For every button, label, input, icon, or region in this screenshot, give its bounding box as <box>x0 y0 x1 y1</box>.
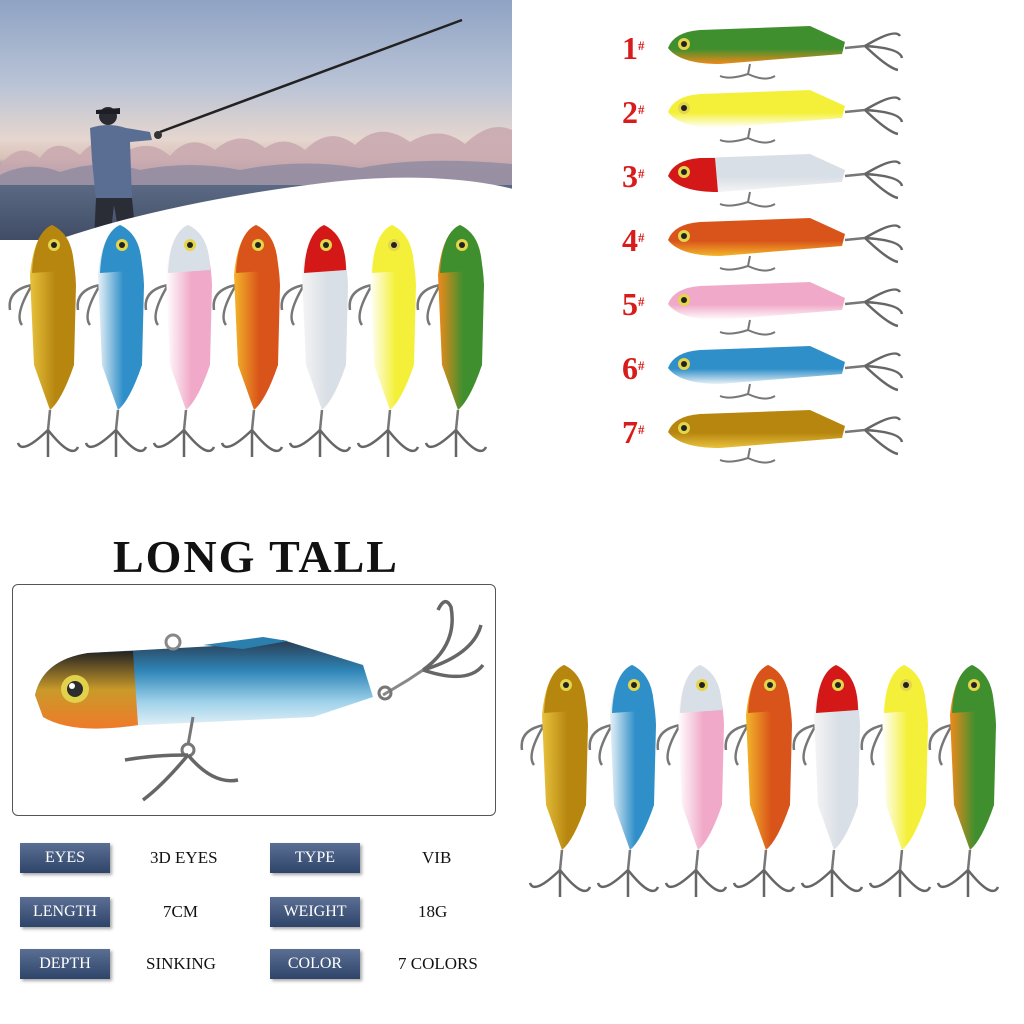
lure-number-label: 4# <box>622 224 645 256</box>
numbered-lure <box>668 90 904 144</box>
lure-number-label: 6# <box>622 352 645 384</box>
featured-lure-panel <box>12 584 496 816</box>
spec-label-color: COLOR <box>270 949 360 979</box>
angler-photo <box>0 0 512 240</box>
lineup-lure <box>724 665 796 897</box>
lure-number-mark: # <box>638 230 645 245</box>
spec-value-length: 7CM <box>163 902 198 921</box>
spec-value-color: 7 COLORS <box>398 954 478 973</box>
lineup-lure <box>588 665 660 897</box>
spec-value-eyes: 3D EYES <box>150 848 218 867</box>
spec-label-type: TYPE <box>270 843 360 873</box>
spec-label-weight: WEIGHT <box>270 897 360 927</box>
lure-number-mark: # <box>638 294 645 309</box>
page-heading: LONG TALL <box>113 531 399 582</box>
spec-label-depth: DEPTH <box>20 949 110 979</box>
lineup-lure <box>144 225 216 457</box>
lineup-lure <box>8 225 80 457</box>
lure-number: 4 <box>622 222 638 258</box>
lure-number: 2 <box>622 94 638 130</box>
numbered-lure <box>668 26 904 80</box>
lure-number-label: 7# <box>622 416 645 448</box>
lure-number: 1 <box>622 30 638 66</box>
lineup-lure <box>792 665 864 897</box>
lure-number-label: 2# <box>622 96 645 128</box>
lure-number-mark: # <box>638 166 645 181</box>
spec-label-length: LENGTH <box>20 897 110 927</box>
lure-number-label: 5# <box>622 288 645 320</box>
lineup-lure <box>280 225 352 457</box>
lure-lineup-bottom <box>520 665 1000 897</box>
lineup-lure <box>860 665 932 897</box>
numbered-lure <box>668 282 904 336</box>
lure-number-mark: # <box>638 422 645 437</box>
lure-number-label: 3# <box>622 160 645 192</box>
spec-value-weight: 18G <box>418 902 448 921</box>
lure-number-mark: # <box>638 358 645 373</box>
lineup-lure <box>656 665 728 897</box>
lure-number: 3 <box>622 158 638 194</box>
numbered-lure <box>668 154 904 208</box>
spec-label-eyes: EYES <box>20 843 110 873</box>
lure-number-label: 1# <box>622 32 645 64</box>
numbered-lure <box>668 346 904 400</box>
lineup-lure <box>76 225 148 457</box>
numbered-lure <box>668 218 904 272</box>
spec-value-depth: SINKING <box>146 954 216 973</box>
lure-number: 5 <box>622 286 638 322</box>
lure-number-mark: # <box>638 102 645 117</box>
numbered-lure <box>668 410 904 464</box>
lineup-lure <box>212 225 284 457</box>
lure-number: 6 <box>622 350 638 386</box>
featured-lure <box>35 600 485 802</box>
lure-number: 7 <box>622 414 638 450</box>
lineup-lure <box>520 665 592 897</box>
lure-number-mark: # <box>638 38 645 53</box>
spec-value-type: VIB <box>422 848 452 867</box>
lineup-lure <box>348 225 420 457</box>
lineup-lure <box>416 225 488 457</box>
lineup-lure <box>928 665 1000 897</box>
lure-lineup-top <box>8 225 488 457</box>
